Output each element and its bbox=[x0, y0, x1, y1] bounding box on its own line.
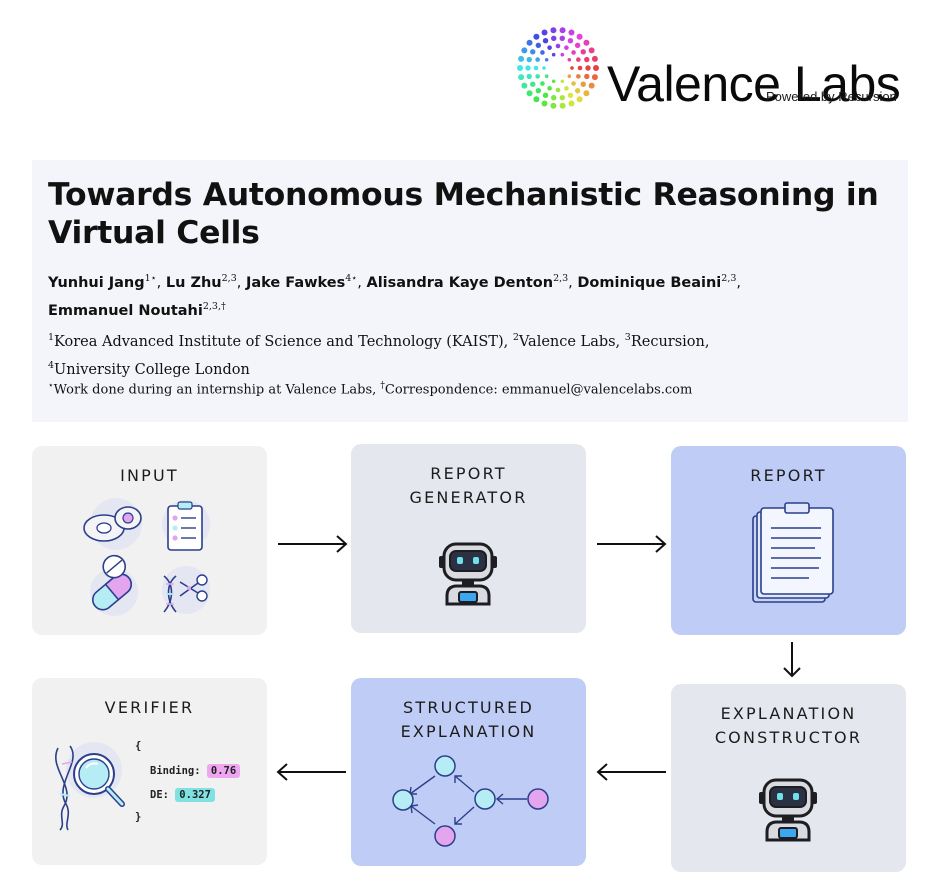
arrow-left-icon bbox=[596, 763, 666, 781]
affiliations: 1Korea Advanced Institute of Science and… bbox=[48, 326, 908, 382]
author-name: Yunhui Jang bbox=[48, 274, 145, 291]
report-box: REPORT bbox=[671, 446, 906, 635]
author-notes: ⋆Work done during an internship at Valen… bbox=[48, 376, 908, 400]
affiliation-text: University College London bbox=[54, 361, 250, 378]
verifier-json-open: { bbox=[135, 740, 142, 752]
affiliation-mark: 1 bbox=[48, 332, 55, 343]
graph-node bbox=[392, 789, 414, 811]
author-name: Dominique Beaini bbox=[577, 274, 722, 291]
graph-node bbox=[434, 755, 456, 777]
affiliation-text: Korea Advanced Institute of Science and … bbox=[54, 333, 509, 350]
graph-node bbox=[527, 788, 549, 810]
affiliation-mark: 4 bbox=[48, 359, 55, 371]
verifier-label: VERIFIER bbox=[104, 698, 195, 717]
binding-score-row: Binding: 0.76 bbox=[150, 764, 241, 778]
de-value-badge: 0.327 bbox=[175, 788, 215, 802]
de-score-row: DE: 0.327 bbox=[150, 788, 215, 802]
affiliation-text: Valence Labs, bbox=[518, 333, 621, 350]
verifier-box: VERIFIER { Binding: 0.76 DE: 0.327 } bbox=[32, 678, 267, 865]
de-key: DE: bbox=[150, 789, 169, 801]
input-box: INPUT bbox=[32, 446, 267, 635]
paper-title: Towards Autonomous Mechanistic Reasoning… bbox=[48, 177, 879, 251]
arrow-down-icon bbox=[783, 642, 801, 678]
author-name: Jake Fawkes bbox=[245, 274, 346, 291]
logo-tagline: Powered by Recursion bbox=[766, 89, 897, 104]
author-affiliation-mark: 2,3 bbox=[553, 273, 569, 284]
arrow-left-icon bbox=[276, 763, 346, 781]
internship-note: Work done during an internship at Valenc… bbox=[53, 382, 377, 398]
input-label: INPUT bbox=[120, 466, 179, 485]
affiliation-mark: 3 bbox=[624, 332, 631, 343]
robot-icon bbox=[759, 778, 817, 842]
dotted-hexagon-logo-icon bbox=[517, 27, 599, 109]
author-affiliation-mark: 1⋆ bbox=[144, 273, 157, 284]
cell-icon bbox=[83, 506, 142, 542]
graph-node bbox=[474, 788, 496, 810]
dna-scissors-icon bbox=[163, 574, 208, 613]
author-affiliation-mark: 2,3 bbox=[221, 273, 237, 284]
note-mark: † bbox=[380, 381, 385, 391]
correspondence-note: Correspondence: emmanuel@valencelabs.com bbox=[384, 382, 693, 398]
binding-key: Binding: bbox=[150, 765, 201, 777]
graph-node bbox=[434, 825, 456, 847]
author-affiliation-mark: 4⋆ bbox=[345, 273, 358, 284]
author-affiliation-mark: 2,3 bbox=[721, 273, 737, 284]
binding-value-badge: 0.76 bbox=[206, 764, 241, 778]
logo-name: Valence Labs bbox=[607, 56, 901, 112]
author-name: Emmanuel Noutahi bbox=[48, 302, 203, 319]
note-mark: ⋆ bbox=[48, 381, 54, 391]
document-stack-icon bbox=[752, 502, 834, 603]
valence-labs-logo: Valence Labs Powered by Recursion bbox=[516, 26, 916, 110]
affiliation-text: Recursion, bbox=[630, 333, 710, 350]
author-name: Alisandra Kaye Denton bbox=[366, 274, 554, 291]
report-label: REPORT bbox=[750, 466, 827, 485]
arrow-right-icon bbox=[278, 535, 348, 553]
clipboard-checklist-icon bbox=[167, 501, 203, 551]
arrow-right-icon bbox=[597, 535, 667, 553]
robot-icon bbox=[439, 542, 497, 606]
affiliation-mark: 2 bbox=[512, 332, 519, 343]
paper-header: Towards Autonomous Mechanistic Reasoning… bbox=[32, 160, 908, 422]
input-icons bbox=[83, 498, 210, 616]
author-list: Yunhui Jang1⋆, Lu Zhu2,3, Jake Fawkes4⋆,… bbox=[48, 273, 741, 319]
graph-network-icon bbox=[392, 755, 549, 847]
verifier-json-close: } bbox=[135, 811, 142, 823]
author-affiliation-mark: 2,3,† bbox=[202, 300, 226, 312]
author-name: Lu Zhu bbox=[165, 274, 222, 291]
pill-capsule-icon bbox=[92, 554, 132, 611]
magnifier-dna-icon bbox=[55, 742, 125, 831]
